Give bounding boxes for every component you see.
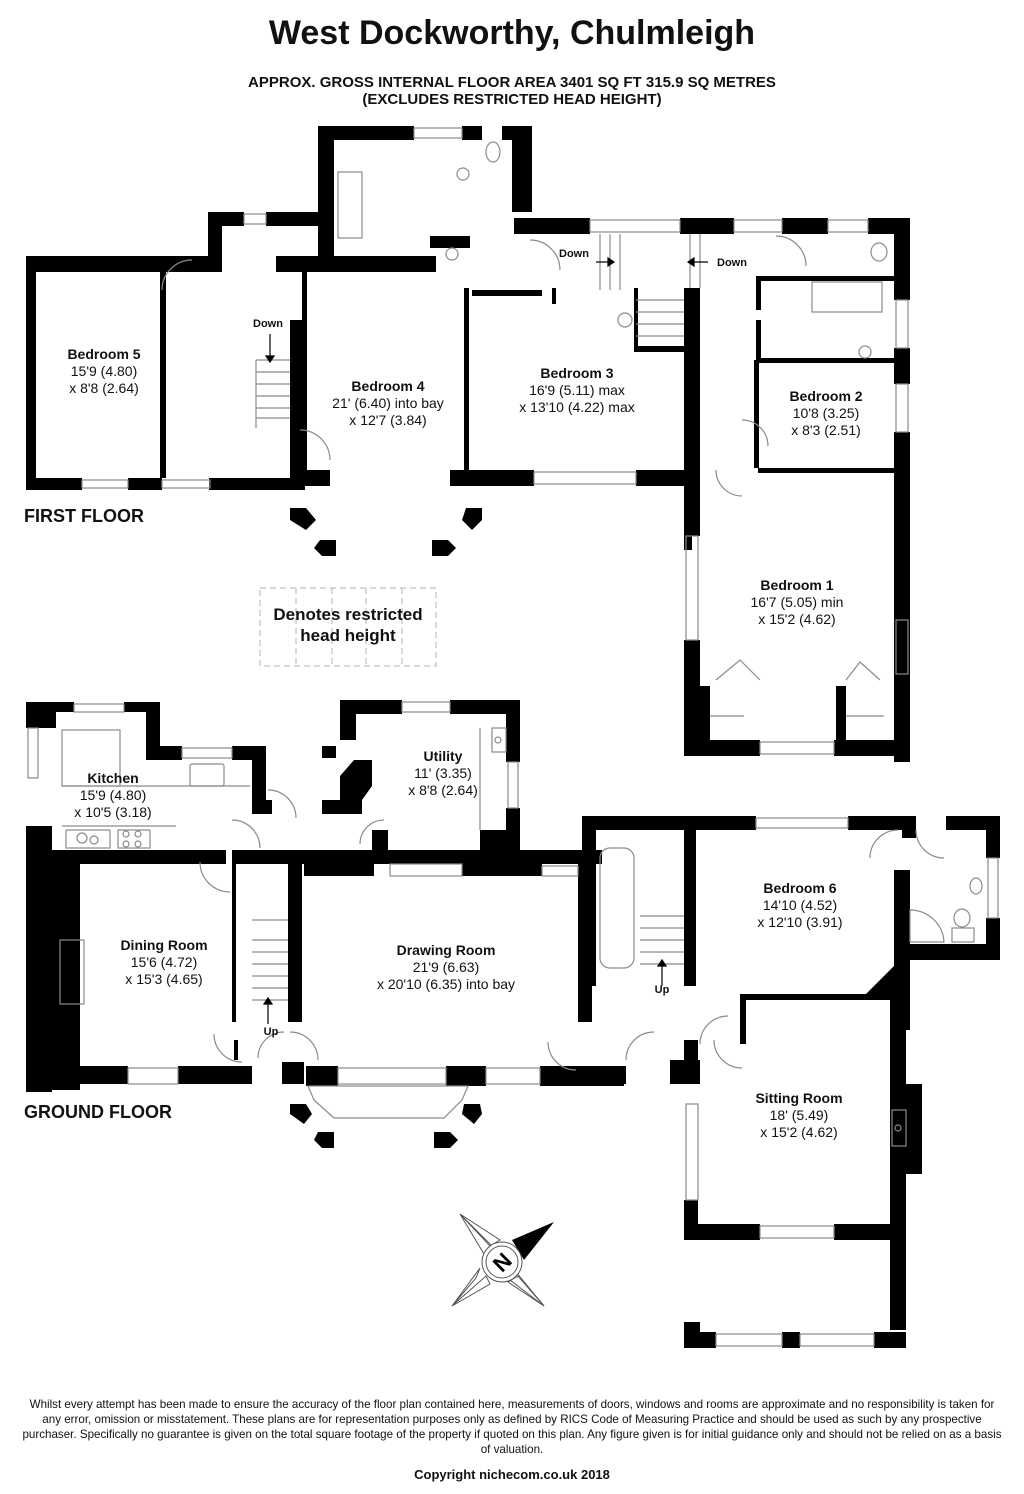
exclusion-line: (EXCLUDES RESTRICTED HEAD HEIGHT) [362, 91, 662, 108]
stair-label-down-2: Down [559, 248, 589, 260]
room-label-bedroom-4: Bedroom 4 21' (6.40) into bay x 12'7 (3.… [332, 378, 444, 428]
restricted-height-legend-box [259, 587, 437, 667]
room-label-bedroom-3: Bedroom 3 16'9 (5.11) max x 13'10 (4.22)… [519, 365, 635, 415]
north-arrow-icon: N [451, 1213, 554, 1307]
first-floor-walls [26, 126, 910, 762]
room-label-sitting-room: Sitting Room 18' (5.49) x 15'2 (4.62) [755, 1090, 843, 1140]
copyright-text: Copyright nichecom.co.uk 2018 [414, 1467, 610, 1482]
ground-floor-label: GROUND FLOOR [24, 1102, 172, 1122]
stair-label-up-2: Up [654, 984, 670, 996]
disclaimer-text: Whilst every attempt has been made to en… [22, 1398, 1002, 1456]
stair-label-up-1: Up [263, 1026, 279, 1038]
ground-floor-walls [26, 700, 1000, 1348]
ground-floor-fixtures [27, 701, 999, 1347]
room-label-dining-room: Dining Room 15'6 (4.72) x 15'3 (4.65) [120, 937, 208, 987]
room-label-utility: Utility 11' (3.35) x 8'8 (2.64) [408, 748, 478, 798]
plan-title: West Dockworthy, Chulmleigh [268, 14, 756, 52]
room-label-bedroom-5: Bedroom 5 15'9 (4.80) x 8'8 (2.64) [67, 346, 141, 396]
floor-area-line: APPROX. GROSS INTERNAL FLOOR AREA 3401 S… [248, 74, 776, 91]
first-floor-fixtures [81, 127, 909, 755]
first-floor-label: FIRST FLOOR [24, 506, 144, 526]
room-label-bedroom-2: Bedroom 2 10'8 (3.25) x 8'3 (2.51) [789, 388, 863, 438]
stair-label-down-1: Down [253, 318, 283, 330]
room-label-drawing-room: Drawing Room 21'9 (6.63) x 20'10 (6.35) … [376, 942, 516, 992]
room-label-bedroom-1: Bedroom 1 16'7 (5.05) min x 15'2 (4.62) [750, 577, 844, 627]
room-label-kitchen: Kitchen 15'9 (4.80) x 10'5 (3.18) [74, 770, 152, 820]
stair-label-down-3: Down [717, 257, 747, 269]
room-label-bedroom-6: Bedroom 6 14'10 (4.52) x 12'10 (3.91) [757, 880, 843, 930]
restricted-height-legend: Denotes restricted head height [273, 605, 423, 645]
stair-arrows [262, 256, 708, 1024]
